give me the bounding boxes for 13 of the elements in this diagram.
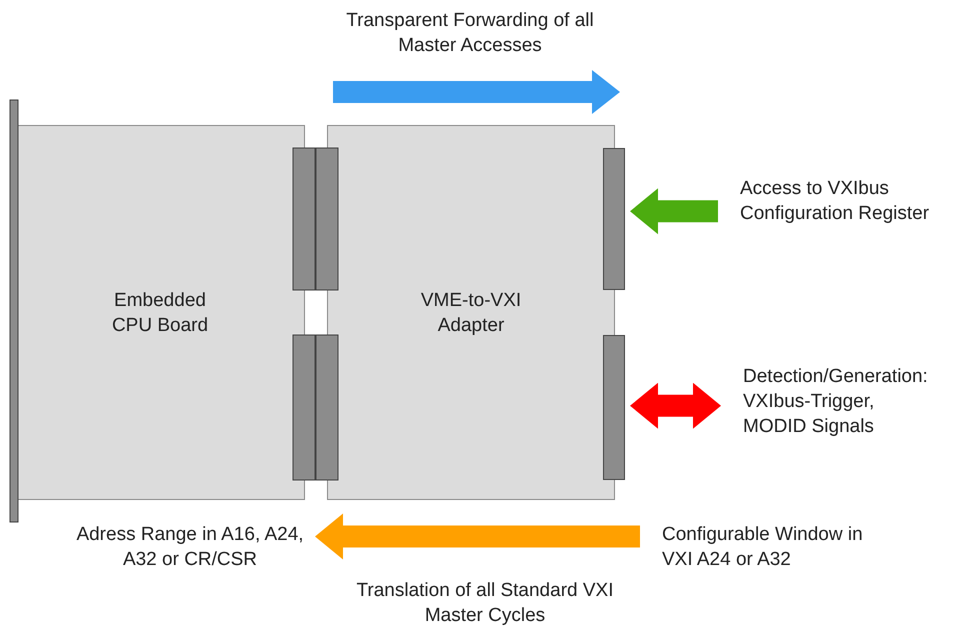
connector-strip xyxy=(603,335,625,480)
arrow xyxy=(315,514,640,560)
arrow xyxy=(630,382,721,429)
annotation-text: Configurable Window in VXI A24 or A32 xyxy=(662,523,864,572)
annotation-text: Access to VXIbus Configuration Register xyxy=(740,177,930,226)
board-label: VME-to-VXI Adapter xyxy=(420,288,522,338)
annotation-text: Translation of all Standard VXI Master Cycles xyxy=(356,579,614,628)
arrow xyxy=(630,188,718,234)
annotation-text: Adress Range in A16, A24, A32 or CR/CSR xyxy=(75,523,305,572)
connector-strip xyxy=(603,148,625,290)
annotation-text: Detection/Generation: VXIbus-Trigger, MODID Signals xyxy=(743,365,928,439)
annotation-text: Transparent Forwarding of all Master Accesses xyxy=(345,9,595,58)
board-label: Embedded CPU Board xyxy=(110,288,210,338)
